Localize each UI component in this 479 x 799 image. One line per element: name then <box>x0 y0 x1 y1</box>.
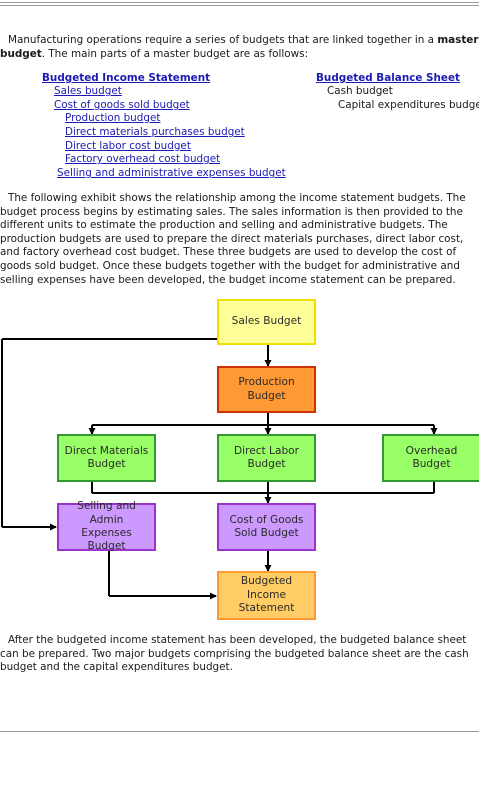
overhead-budget-box: Overhead Budget <box>382 434 479 482</box>
direct-labor-budget-box: Direct Labor Budget <box>217 434 316 482</box>
selling-admin-label-line1: Selling and Admin <box>77 500 136 526</box>
capital-expenditures-budget-item: Capital expenditures budget <box>338 99 479 111</box>
bottom-rule <box>0 731 479 732</box>
closing-paragraph: After the budgeted income statement has … <box>0 634 469 674</box>
production-budget-link[interactable]: Production budget <box>65 112 161 124</box>
production-budget-label-line2: Budget <box>247 389 286 402</box>
selling-admin-budget-link[interactable]: Selling and administrative expenses budg… <box>57 167 286 179</box>
income-label-line1: Budgeted <box>240 575 293 588</box>
direct-materials-label-line1: Direct Materials <box>64 444 149 457</box>
top-rule-second <box>0 5 479 6</box>
factory-overhead-budget-link[interactable]: Factory overhead cost budget <box>65 153 221 165</box>
selling-admin-budget-box: Selling and Admin Expenses Budget <box>57 500 156 553</box>
overhead-label-line1: Overhead <box>405 444 458 457</box>
cogs-label-line2: Sold Budget <box>234 527 299 539</box>
budget-flowchart-connectors <box>1 338 438 600</box>
intro-text-before: Manufacturing operations require a serie… <box>8 34 438 46</box>
balance-sheet-heading-link[interactable]: Budgeted Balance Sheet <box>316 72 460 84</box>
sales-budget-link[interactable]: Sales budget <box>54 85 122 97</box>
exhibit-paragraph: The following exhibit shows the relation… <box>0 192 466 286</box>
intro-paragraph: Manufacturing operations require a serie… <box>0 34 479 61</box>
income-statement-heading-link[interactable]: Budgeted Income Statement <box>42 72 211 84</box>
sales-budget-box: Sales Budget <box>217 299 316 345</box>
direct-labor-label-line2: Budget <box>247 458 286 470</box>
top-rule <box>0 2 479 3</box>
master-budget-term: master budget <box>0 34 479 60</box>
intro-text-after: . The main parts of a master budget are … <box>41 47 309 60</box>
cash-budget-item: Cash budget <box>327 85 393 97</box>
selling-admin-label-line2: Expenses <box>81 527 132 539</box>
direct-materials-budget-link[interactable]: Direct materials purchases budget <box>65 126 245 138</box>
selling-admin-label-line3: Budget <box>87 540 126 553</box>
cogs-budget-link[interactable]: Cost of goods sold budget <box>54 99 190 111</box>
sales-budget-label: Sales Budget <box>231 315 302 328</box>
overhead-label-line2: Budget <box>412 458 451 470</box>
income-label-line3: Statement <box>238 602 295 615</box>
budgeted-income-statement-box: Budgeted Income Statement <box>217 571 316 620</box>
direct-materials-label-line2: Budget <box>87 458 126 470</box>
cogs-budget-box: Cost of Goods Sold Budget <box>217 503 316 551</box>
income-label-line2: Income <box>247 588 286 601</box>
production-budget-label-line1: Production <box>238 376 295 389</box>
direct-labor-label-line1: Direct Labor <box>233 444 300 457</box>
direct-labor-budget-link[interactable]: Direct labor cost budget <box>65 140 191 152</box>
cogs-label-line1: Cost of Goods <box>229 513 304 526</box>
production-budget-box: Production Budget <box>217 366 316 413</box>
direct-materials-budget-box: Direct Materials Budget <box>57 434 156 482</box>
